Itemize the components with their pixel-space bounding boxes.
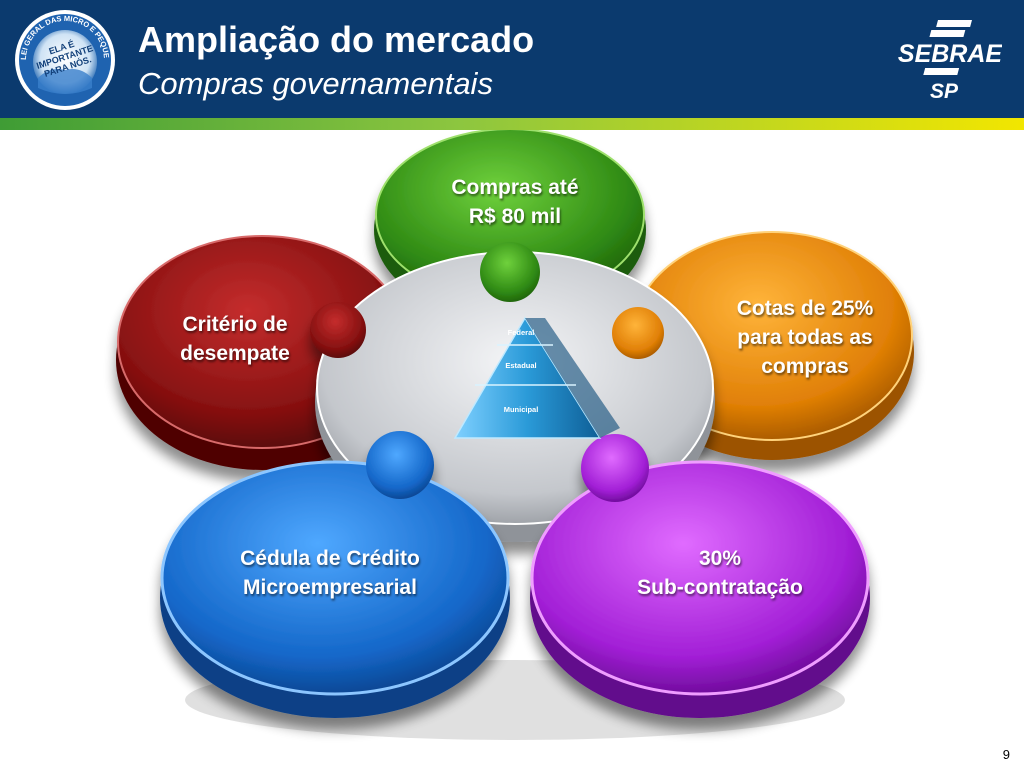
sebrae-sp-logo: SEBRAE SP	[898, 20, 1002, 100]
header-stripe	[0, 118, 1024, 130]
petal-label-left: Critério de desempate	[140, 310, 330, 368]
five-petal-puzzle-diagram: Federal Estadual Municipal	[116, 130, 914, 740]
petal-left-line-2: desempate	[180, 342, 290, 365]
page-title: Ampliação do mercado	[138, 19, 535, 60]
petal-bottom-right-purple	[530, 434, 870, 718]
petal-right-line-2: para todas as	[737, 326, 873, 349]
sebrae-logo-sp: SP	[930, 80, 959, 100]
lei-geral-emblem-icon: LEI GERAL DAS MICRO E PEQUENAS EMPRESAS …	[10, 8, 115, 110]
government-level-pyramid: Federal Estadual Municipal	[453, 316, 620, 439]
petal-label-bottom-left: Cédula de Crédito Microempresarial	[190, 544, 470, 602]
petal-bottom-right-line-1: 30%	[698, 547, 742, 570]
petal-left-line-1: Critério de	[182, 313, 288, 336]
page-number: 9	[1002, 747, 1010, 762]
petal-top-line-1: Compras até	[451, 176, 579, 199]
petal-bottom-right-line-2: Sub-contratação	[637, 576, 803, 599]
petal-bottom-left-line-1: Cédula de Crédito	[240, 547, 420, 570]
page-subtitle: Compras governamentais	[138, 66, 493, 101]
petal-top-line-2: R$ 80 mil	[468, 205, 562, 228]
petal-right-line-3: compras	[761, 355, 849, 378]
petal-bottom-left-blue	[160, 431, 510, 718]
pyramid-level-municipal: Municipal	[504, 405, 539, 414]
header-banner	[0, 0, 1024, 118]
pyramid-level-federal: Federal	[508, 328, 535, 337]
petal-bottom-left-line-2: Microempresarial	[243, 576, 417, 599]
pyramid-level-estadual: Estadual	[505, 361, 536, 370]
petal-label-right: Cotas de 25% para todas as compras	[705, 294, 905, 381]
sebrae-logo-text: SEBRAE	[898, 40, 1002, 68]
petal-label-top: Compras até R$ 80 mil	[410, 173, 620, 231]
petal-right-line-1: Cotas de 25%	[736, 297, 874, 320]
petal-label-bottom-right: 30% Sub-contratação	[590, 544, 850, 602]
